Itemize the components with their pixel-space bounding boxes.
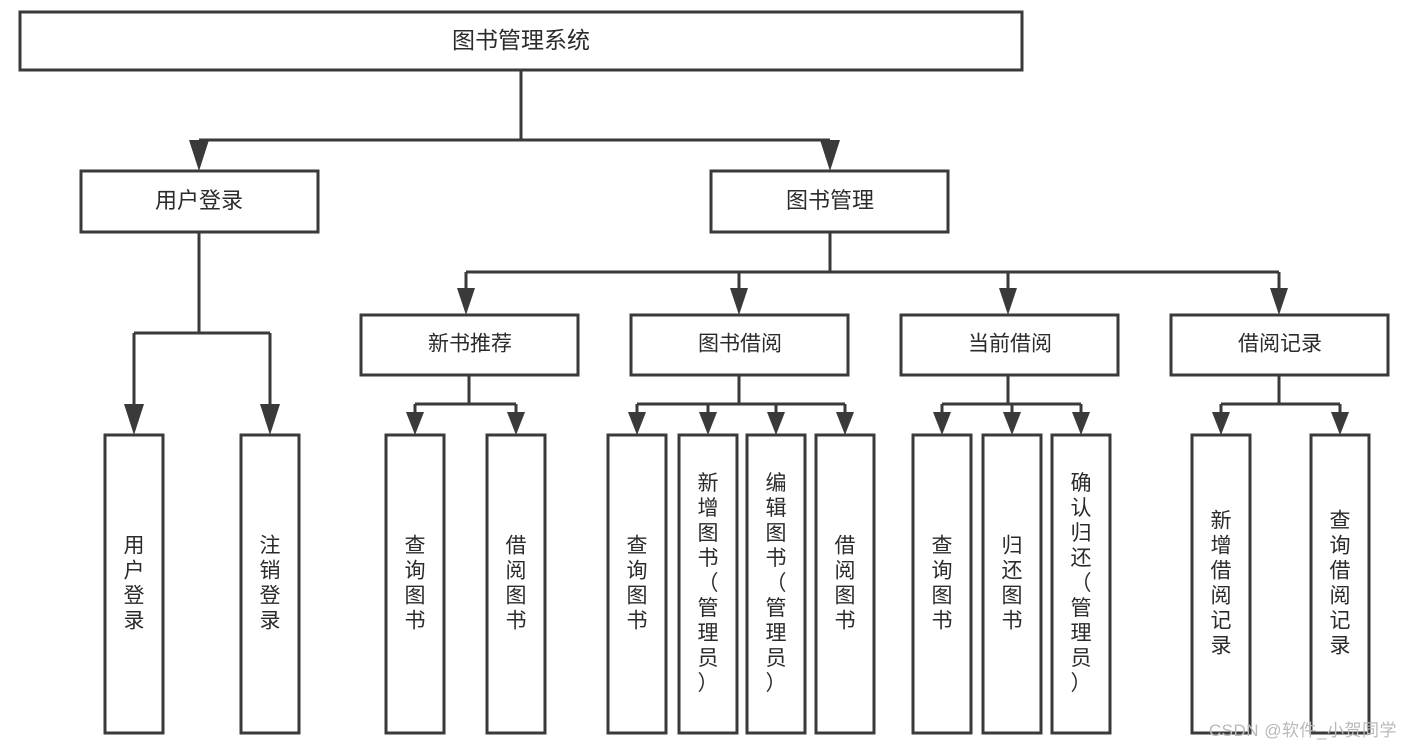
node-leaf-add-book-box[interactable] (677, 433, 739, 735)
node-leaf-add-book[interactable]: 新增图书（管理员） (677, 433, 739, 735)
arrow-to-borrow-record (1270, 288, 1288, 315)
node-leaf-add-borrow-record[interactable]: 新增借阅记录 (1190, 433, 1252, 735)
csdn-watermark: CSDN @软件_小贺同学 (1208, 721, 1397, 740)
node-book-borrow[interactable]: 图书借阅 (629, 313, 850, 377)
arrow-to-book-borrow (730, 288, 748, 315)
node-root[interactable]: 图书管理系统 (18, 10, 1024, 72)
node-book-borrow-label: 图书借阅 (698, 333, 782, 356)
node-leaf-confirm-return-box[interactable] (1050, 433, 1112, 735)
arrow-to-leaf-query-book-recommend (406, 412, 424, 435)
node-leaf-borrow-book-recommend-box[interactable] (485, 433, 547, 735)
node-leaf-borrow-book-label: 借阅图书 (835, 534, 856, 632)
node-new-book-recommend-box[interactable] (359, 313, 580, 377)
node-book-borrow-box[interactable] (629, 313, 850, 377)
node-leaf-borrow-book[interactable]: 借阅图书 (814, 433, 876, 735)
node-borrow-record-box[interactable] (1169, 313, 1390, 377)
node-borrow-record-label: 借阅记录 (1238, 333, 1322, 356)
node-leaf-query-book-recommend-box[interactable] (384, 433, 446, 735)
node-user-login-label: 用户登录 (155, 188, 243, 213)
node-leaf-query-book-current-box[interactable] (911, 433, 973, 735)
node-leaf-add-borrow-record-label: 新增借阅记录 (1211, 509, 1232, 657)
arrow-to-current-borrow (999, 288, 1017, 315)
node-leaf-edit-book[interactable]: 编辑图书（管理员） (745, 433, 807, 735)
node-leaf-return-book[interactable]: 归还图书 (981, 433, 1043, 735)
node-leaf-query-book-borrow-label: 查询图书 (627, 534, 648, 632)
edge-layer (124, 70, 1349, 435)
arrow-to-leaf-add-book (699, 412, 717, 435)
node-leaf-edit-book-label: 编辑图书（管理员） (766, 472, 787, 695)
node-leaf-user-logout-label: 注销登录 (260, 534, 281, 632)
arrow-to-new-book-recommend (457, 288, 475, 315)
node-book-management-box[interactable] (709, 169, 950, 234)
node-current-borrow-box[interactable] (899, 313, 1120, 377)
node-leaf-confirm-return[interactable]: 确认归还（管理员） (1050, 433, 1112, 735)
node-leaf-query-book-borrow-box[interactable] (606, 433, 668, 735)
node-leaf-query-borrow-record-box[interactable] (1309, 433, 1371, 735)
arrow-to-leaf-query-book-borrow (628, 412, 646, 435)
node-leaf-query-book-recommend-label: 查询图书 (405, 534, 426, 632)
node-leaf-query-book-borrow[interactable]: 查询图书 (606, 433, 668, 735)
node-leaf-user-logout[interactable]: 注销登录 (239, 433, 301, 735)
node-leaf-user-login-label: 用户登录 (124, 534, 145, 632)
node-leaf-add-book-label: 新增图书（管理员） (698, 472, 719, 695)
node-user-login[interactable]: 用户登录 (79, 169, 320, 234)
arrow-to-leaf-edit-book (767, 412, 785, 435)
node-leaf-borrow-book-recommend[interactable]: 借阅图书 (485, 433, 547, 735)
node-leaf-user-logout-box[interactable] (239, 433, 301, 735)
node-leaf-query-borrow-record[interactable]: 查询借阅记录 (1309, 433, 1371, 735)
arrow-to-leaf-borrow-book (836, 412, 854, 435)
node-book-management-label: 图书管理 (786, 188, 874, 213)
node-leaf-query-book-current-label: 查询图书 (932, 534, 953, 632)
arrow-to-leaf-user-logout (260, 404, 280, 435)
node-new-book-recommend[interactable]: 新书推荐 (359, 313, 580, 377)
arrow-to-leaf-borrow-book-recommend (507, 412, 525, 435)
node-borrow-record[interactable]: 借阅记录 (1169, 313, 1390, 377)
node-root-label: 图书管理系统 (452, 27, 590, 53)
node-new-book-recommend-label: 新书推荐 (428, 333, 512, 356)
node-leaf-return-book-box[interactable] (981, 433, 1043, 735)
node-leaf-add-borrow-record-box[interactable] (1190, 433, 1252, 735)
node-leaf-user-login-box[interactable] (103, 433, 165, 735)
node-leaf-borrow-book-recommend-label: 借阅图书 (506, 534, 527, 632)
node-leaf-query-book-current[interactable]: 查询图书 (911, 433, 973, 735)
node-leaf-query-borrow-record-label: 查询借阅记录 (1330, 509, 1351, 657)
arrow-to-leaf-query-book-current (933, 412, 951, 435)
arrow-to-leaf-return-book (1003, 412, 1021, 435)
arrow-to-leaf-add-borrow-record (1212, 412, 1230, 435)
arrow-root-to-book-management (820, 140, 840, 171)
node-leaf-borrow-book-box[interactable] (814, 433, 876, 735)
node-book-management[interactable]: 图书管理 (709, 169, 950, 234)
node-leaf-confirm-return-label: 确认归还（管理员） (1071, 472, 1092, 695)
node-root-box[interactable] (18, 10, 1024, 72)
node-user-login-box[interactable] (79, 169, 320, 234)
node-leaf-user-login[interactable]: 用户登录 (103, 433, 165, 735)
node-current-borrow[interactable]: 当前借阅 (899, 313, 1120, 377)
node-leaf-return-book-label: 归还图书 (1002, 534, 1023, 632)
arrow-to-leaf-query-borrow-record (1331, 412, 1349, 435)
node-current-borrow-label: 当前借阅 (968, 333, 1052, 356)
arrow-root-to-user-login (189, 140, 209, 171)
arrow-to-leaf-confirm-return (1072, 412, 1090, 435)
node-leaf-edit-book-box[interactable] (745, 433, 807, 735)
node-leaf-query-book-recommend[interactable]: 查询图书 (384, 433, 446, 735)
arrow-to-leaf-user-login (124, 404, 144, 435)
